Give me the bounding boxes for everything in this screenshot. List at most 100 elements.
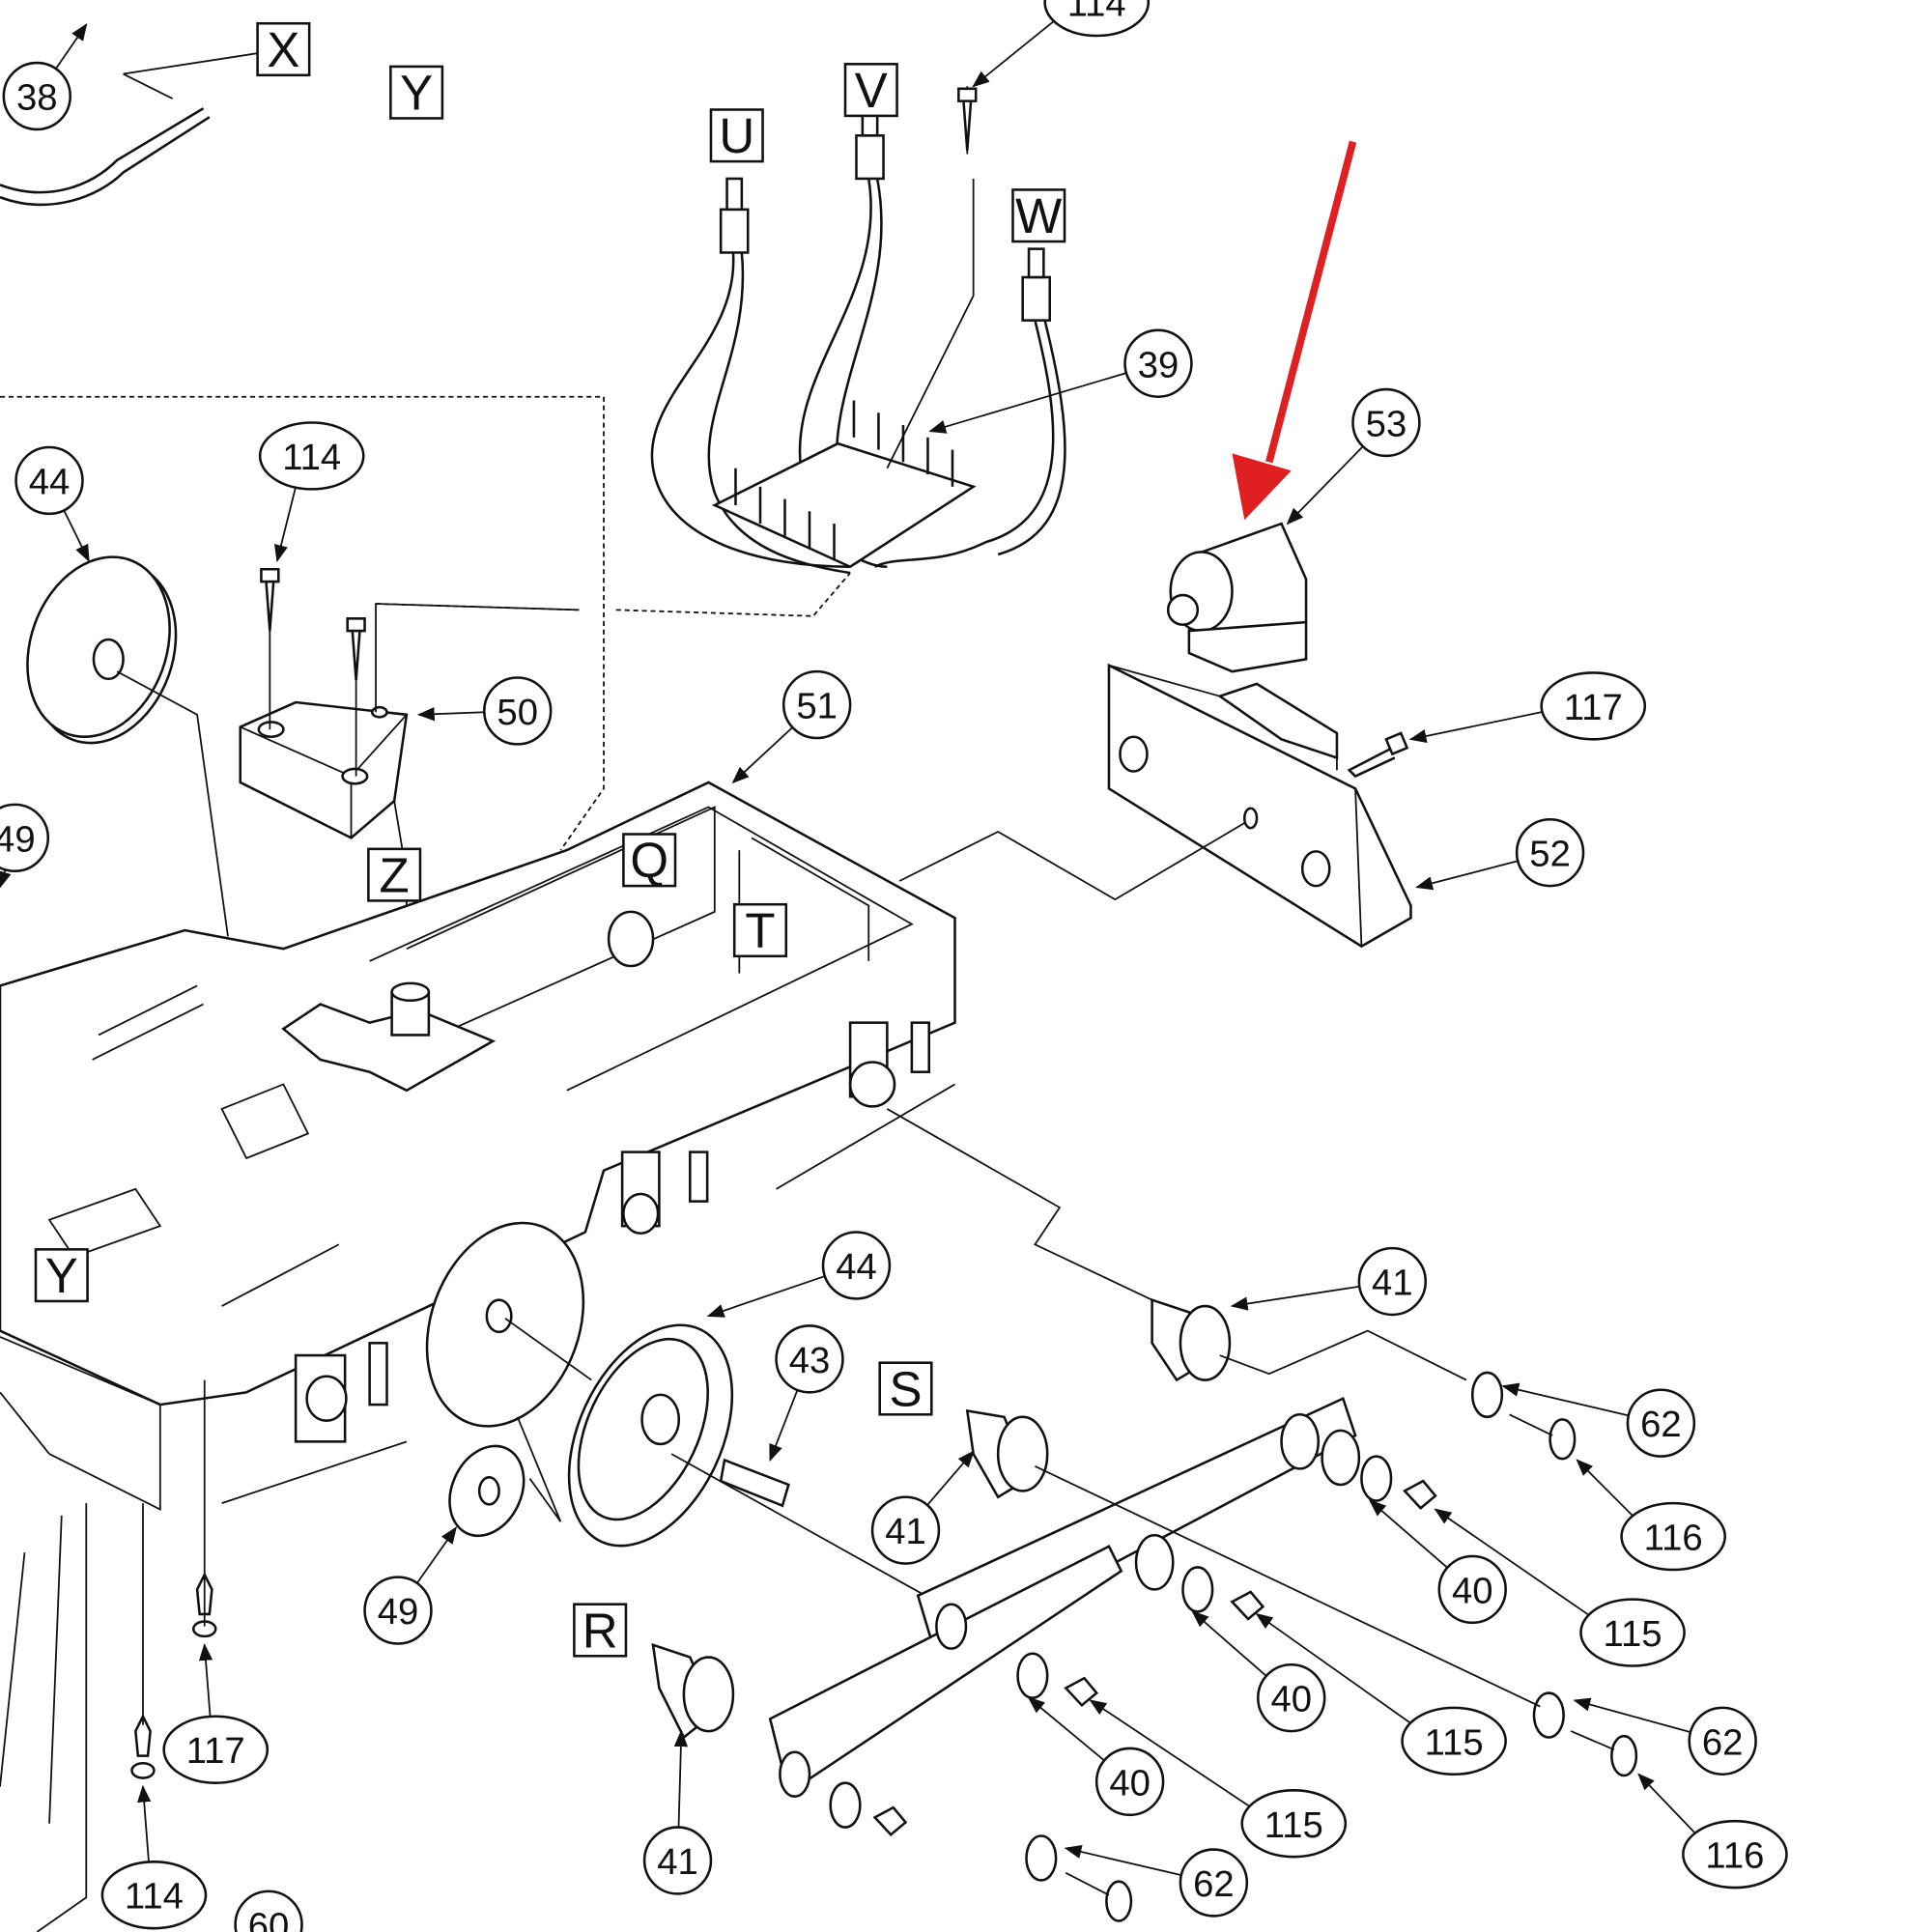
reference-letter-Z: Z xyxy=(367,847,422,902)
callout-41: 41 xyxy=(1230,1246,1428,1317)
leader-line xyxy=(1637,1773,1696,1834)
callout-circle xyxy=(1257,1662,1326,1733)
reference-letter-R: R xyxy=(573,1603,628,1658)
leader-line xyxy=(926,1450,975,1506)
letter-box xyxy=(367,847,422,902)
wire-cable xyxy=(0,107,211,207)
callout-circle xyxy=(1043,0,1151,38)
leader-line xyxy=(928,372,1127,434)
callout-number: 43 xyxy=(789,1340,831,1381)
callout-circle xyxy=(1351,387,1421,458)
leader-line xyxy=(1501,1382,1630,1417)
letter-label: R xyxy=(582,1603,618,1658)
callout-number: 44 xyxy=(29,461,71,502)
part-52-bracket xyxy=(898,663,1412,949)
leader-line xyxy=(1286,445,1364,526)
leader-line xyxy=(416,1526,457,1584)
callout-53: 53 xyxy=(1286,387,1421,526)
callout-52: 52 xyxy=(1415,817,1585,891)
callout-circle xyxy=(1682,1819,1788,1889)
leader-line xyxy=(1064,1844,1182,1877)
callout-number: 62 xyxy=(1702,1721,1744,1763)
callout-number: 53 xyxy=(1366,404,1407,445)
callout-41: 41 xyxy=(642,1729,713,1895)
leader-line xyxy=(673,1729,689,1828)
callout-number: 115 xyxy=(1604,1613,1662,1655)
callout-circle xyxy=(234,1889,303,1932)
leader-line xyxy=(1191,1610,1267,1677)
reference-letter-V: V xyxy=(843,63,898,118)
letter-box xyxy=(389,65,444,120)
callout-circle xyxy=(1620,1501,1726,1572)
letter-label: Q xyxy=(630,833,668,888)
callout-circle xyxy=(0,803,50,873)
callout-114: 114 xyxy=(258,421,365,563)
leader-line xyxy=(1230,1285,1360,1311)
letter-box xyxy=(34,1248,89,1303)
wheel-44 xyxy=(26,555,229,937)
letter-label: T xyxy=(745,903,775,958)
letter-box xyxy=(843,63,898,118)
callout-circle xyxy=(1515,817,1585,888)
callout-number: 49 xyxy=(0,818,36,860)
callout-number: 114 xyxy=(282,437,341,478)
callout-62: 62 xyxy=(1064,1844,1249,1918)
leader-line xyxy=(1255,1612,1411,1724)
leader-line xyxy=(769,1389,799,1463)
leader-line xyxy=(1369,1499,1448,1569)
callout-number: 40 xyxy=(1109,1762,1151,1804)
callout-62: 62 xyxy=(1573,1697,1757,1776)
callout-117: 117 xyxy=(162,1643,270,1784)
callout-circle xyxy=(642,1826,713,1895)
leader-line xyxy=(1027,1696,1105,1762)
callout-number: 116 xyxy=(1644,1518,1703,1559)
callout-38: 38 xyxy=(2,23,88,131)
chassis-frame-51 xyxy=(0,781,956,1511)
callout-circle xyxy=(258,421,365,491)
reference-letter-Y: Y xyxy=(34,1248,89,1303)
callout-circle xyxy=(1688,1706,1757,1776)
leader-line xyxy=(273,487,297,563)
callout-number: 39 xyxy=(1138,344,1179,385)
letter-label: W xyxy=(1015,188,1062,243)
leader-line xyxy=(1408,711,1543,744)
letter-label: S xyxy=(889,1361,922,1416)
callout-number: 116 xyxy=(1705,1835,1764,1877)
callout-circle xyxy=(821,1231,892,1300)
letter-box xyxy=(1011,188,1066,243)
callout-115: 115 xyxy=(1434,1508,1686,1667)
callout-39: 39 xyxy=(928,328,1193,434)
letter-label: Y xyxy=(400,66,433,121)
callout-number: 115 xyxy=(1425,1721,1484,1763)
callout-circle xyxy=(1437,1554,1507,1625)
letter-box xyxy=(622,833,677,888)
callout-circle xyxy=(1179,1848,1249,1918)
callout-number: 41 xyxy=(885,1511,926,1552)
callout-number: 49 xyxy=(378,1591,419,1633)
callout-circle xyxy=(162,1715,270,1784)
callout-circle xyxy=(1123,328,1193,398)
callout-114: 114 xyxy=(100,1784,208,1930)
callout-44: 44 xyxy=(706,1231,892,1318)
reference-letter-U: U xyxy=(709,108,764,163)
leader-line xyxy=(972,20,1055,88)
callout-60: 60 xyxy=(234,1889,303,1932)
leader-line xyxy=(731,726,794,784)
letter-label: Y xyxy=(45,1248,78,1303)
leader-line xyxy=(0,869,12,890)
reference-letter-W: W xyxy=(1011,188,1066,243)
callout-62: 62 xyxy=(1501,1382,1696,1458)
callout-circle xyxy=(1579,1598,1686,1667)
callout-circle xyxy=(482,676,553,746)
letter-box xyxy=(709,108,764,163)
letter-label: U xyxy=(719,108,754,163)
leader-line xyxy=(1576,1459,1634,1517)
callout-number: 38 xyxy=(16,77,58,119)
letter-label: V xyxy=(855,63,888,118)
callout-40: 40 xyxy=(1369,1499,1507,1625)
callout-116: 116 xyxy=(1637,1773,1788,1889)
callout-50: 50 xyxy=(416,676,553,746)
callout-115: 115 xyxy=(1255,1612,1507,1776)
callout-51: 51 xyxy=(731,669,852,784)
